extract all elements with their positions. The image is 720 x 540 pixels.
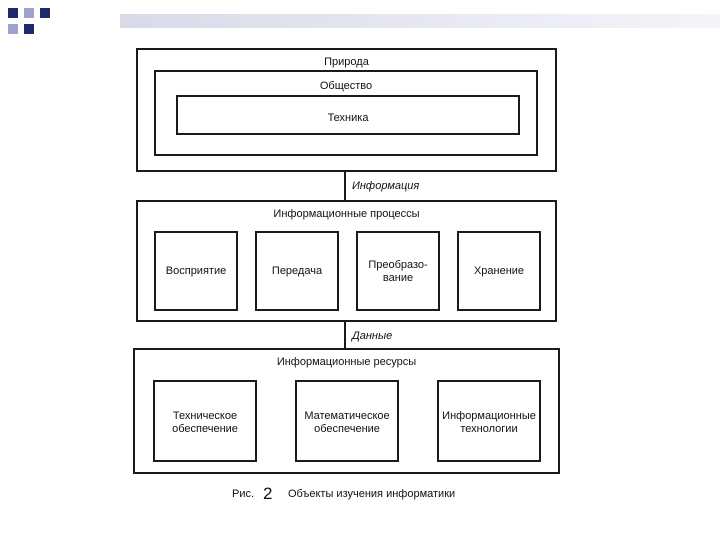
connector-data: [344, 322, 346, 350]
processes-box: Информационные процессы: [136, 200, 557, 322]
deco-stripe: [120, 14, 720, 28]
resource-it: Информационные технологии: [437, 380, 541, 462]
process-transformation-label: Преобразо- вание: [368, 259, 428, 284]
data-label: Данные: [352, 330, 393, 342]
process-perception-label: Восприятие: [165, 265, 227, 277]
process-perception: Восприятие: [154, 231, 238, 311]
resource-it-label: Информационные технологии: [442, 410, 536, 435]
deco-square-4: [8, 24, 18, 34]
deco-square-5: [24, 24, 34, 34]
resource-math: Математическое обеспечение: [295, 380, 399, 462]
nature-label: Природа: [324, 56, 369, 68]
slide-decoration: [0, 0, 720, 40]
resource-math-label: Математическое обеспечение: [304, 410, 390, 435]
resources-box: Информационные ресурсы: [133, 348, 560, 474]
caption-prefix: Рис.: [232, 488, 255, 500]
process-transmission-label: Передача: [271, 265, 323, 277]
process-storage: Хранение: [457, 231, 541, 311]
process-transformation: Преобразо- вание: [356, 231, 440, 311]
caption-number: 2: [263, 484, 273, 503]
connector-information: [344, 172, 346, 202]
society-label: Общество: [319, 80, 373, 92]
caption-text: Объекты изучения информатики: [288, 488, 456, 500]
deco-square-3: [40, 8, 50, 18]
society-box: Общество: [154, 70, 538, 156]
resources-title: Информационные ресурсы: [276, 356, 417, 368]
deco-square-2: [24, 8, 34, 18]
technology-label: Техника: [327, 112, 369, 124]
processes-title: Информационные процессы: [273, 208, 420, 220]
process-storage-label: Хранение: [473, 265, 525, 277]
resource-hardware: Техническое обеспечение: [153, 380, 257, 462]
resource-hardware-label: Техническое обеспечение: [172, 410, 238, 435]
information-label: Информация: [352, 180, 420, 192]
nature-box: Природа: [136, 48, 557, 172]
process-transmission: Передача: [255, 231, 339, 311]
technology-box: Техника: [176, 95, 520, 135]
deco-square-1: [8, 8, 18, 18]
